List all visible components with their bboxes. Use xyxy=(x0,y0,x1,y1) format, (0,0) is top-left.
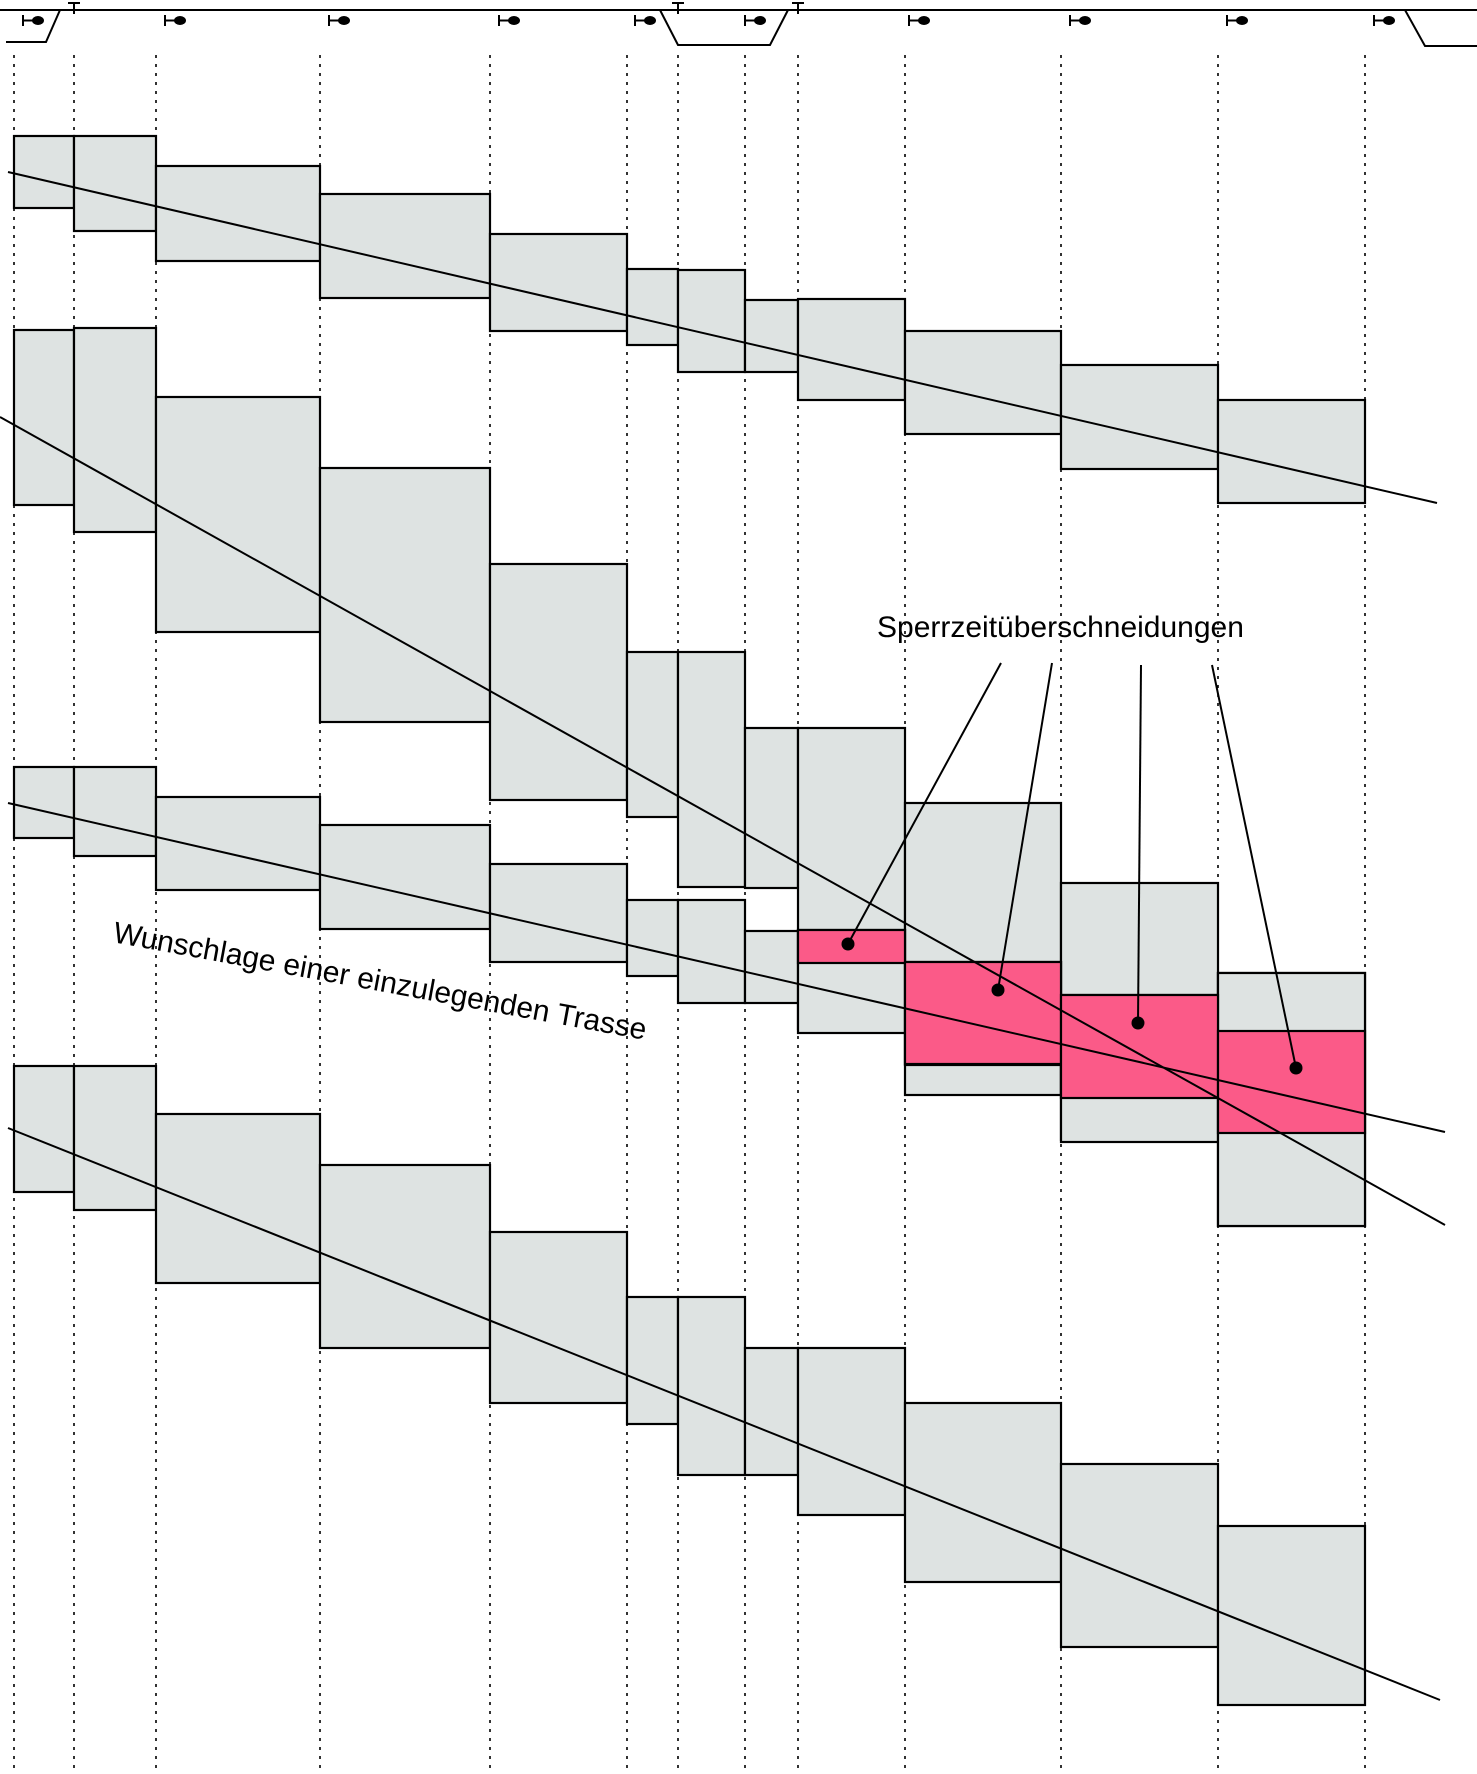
conflict-annotation: Sperrzeitüberschneidungen xyxy=(841,611,1303,1075)
blocking-time-block xyxy=(154,164,322,263)
conflict-blocks xyxy=(796,928,1367,1135)
train-path xyxy=(7,171,1438,504)
blocking-time-block xyxy=(676,1295,747,1477)
blocking-time-block xyxy=(1059,363,1220,471)
blocking-time-block xyxy=(625,1295,680,1426)
blocking-time-block xyxy=(488,862,629,964)
blocking-time-block xyxy=(676,268,747,374)
blocking-time-block xyxy=(72,326,158,534)
station-platform-icon xyxy=(659,9,789,46)
stop-marker-icon xyxy=(792,2,804,14)
blocking-time-block xyxy=(796,1346,907,1517)
blocking-time-block xyxy=(743,1346,800,1477)
blocking-time-block xyxy=(1216,1524,1367,1707)
blocking-time-block xyxy=(154,395,322,634)
blocking-time-block xyxy=(72,1064,158,1212)
signal-icon xyxy=(498,15,520,26)
blocking-time-block xyxy=(903,1401,1063,1584)
train-blocking-times-4 xyxy=(12,1064,1367,1707)
stop-marker-icon xyxy=(68,2,80,14)
signal-icon xyxy=(744,15,766,26)
blocking-time-block xyxy=(676,898,747,1005)
signal-icon xyxy=(1069,15,1091,26)
blocking-time-block xyxy=(318,192,492,300)
blocking-time-block xyxy=(12,765,76,840)
blocking-time-block xyxy=(676,650,747,889)
blocking-time-block xyxy=(743,929,800,1005)
blocking-time-block xyxy=(318,823,492,931)
train-paths xyxy=(0,171,1446,1701)
blocking-time-block xyxy=(1059,1462,1220,1649)
blocking-time-block xyxy=(903,329,1063,436)
conflict-block xyxy=(796,928,907,965)
blocking-time-block xyxy=(12,328,76,507)
train-blocking-times-1 xyxy=(12,134,1367,505)
blocking-time-block xyxy=(743,298,800,374)
conflict-marker xyxy=(841,937,855,951)
conflict-marker xyxy=(1289,1061,1303,1075)
blocking-time-block xyxy=(796,297,907,402)
track-header xyxy=(0,2,1477,47)
signal-icon xyxy=(1373,15,1395,26)
desired-train-path xyxy=(7,802,1446,1133)
station-platform-icon xyxy=(1404,9,1477,47)
blocking-time-block xyxy=(318,466,492,724)
conflicts-label: Sperrzeitüberschneidungen xyxy=(877,611,1244,644)
blocking-time-block xyxy=(72,134,158,233)
train-path xyxy=(7,1127,1441,1701)
leader-line xyxy=(1137,664,1142,1024)
blocking-time-block xyxy=(488,562,629,802)
signal-icon xyxy=(634,15,656,26)
stop-marker-icon xyxy=(672,2,684,14)
leader-line xyxy=(847,662,1002,945)
conflict-block xyxy=(1059,993,1220,1100)
blocking-times xyxy=(12,134,1367,1707)
blocking-time-block xyxy=(1216,398,1367,505)
train-path xyxy=(0,416,1446,1226)
leader-line xyxy=(997,662,1053,991)
blocking-time-block xyxy=(488,1230,629,1405)
signal-icon xyxy=(164,15,186,26)
blocking-time-block xyxy=(72,765,158,858)
station-platform-icon xyxy=(6,9,61,43)
blocking-time-block xyxy=(12,1064,76,1194)
blocking-time-block xyxy=(318,1163,492,1350)
blocking-time-block xyxy=(488,232,629,333)
blocking-time-block xyxy=(625,898,680,978)
leader-line xyxy=(1211,664,1297,1069)
blocking-time-block xyxy=(12,134,76,210)
conflict-marker xyxy=(991,983,1005,997)
signal-icon xyxy=(328,15,350,26)
blocking-time-block xyxy=(154,1112,322,1285)
blocking-time-block xyxy=(625,267,680,347)
signal-icon xyxy=(1226,15,1248,26)
blocking-time-block xyxy=(743,726,800,890)
signal-icon xyxy=(22,15,44,26)
conflict-marker xyxy=(1131,1016,1145,1030)
signal-icon xyxy=(908,15,930,26)
